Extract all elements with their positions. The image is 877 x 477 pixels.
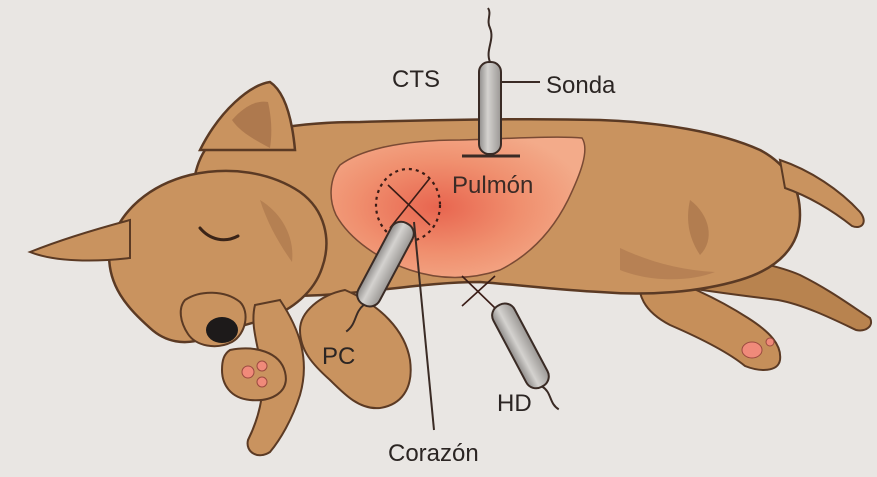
- label-sonda: Sonda: [546, 74, 615, 98]
- label-corazon: Corazón: [388, 442, 479, 466]
- label-pulmon: Pulmón: [452, 174, 533, 198]
- label-pc: PC: [322, 345, 355, 369]
- label-cts: CTS: [392, 68, 440, 92]
- nose: [206, 317, 238, 343]
- label-hd: HD: [497, 392, 532, 416]
- ear-left: [30, 220, 130, 260]
